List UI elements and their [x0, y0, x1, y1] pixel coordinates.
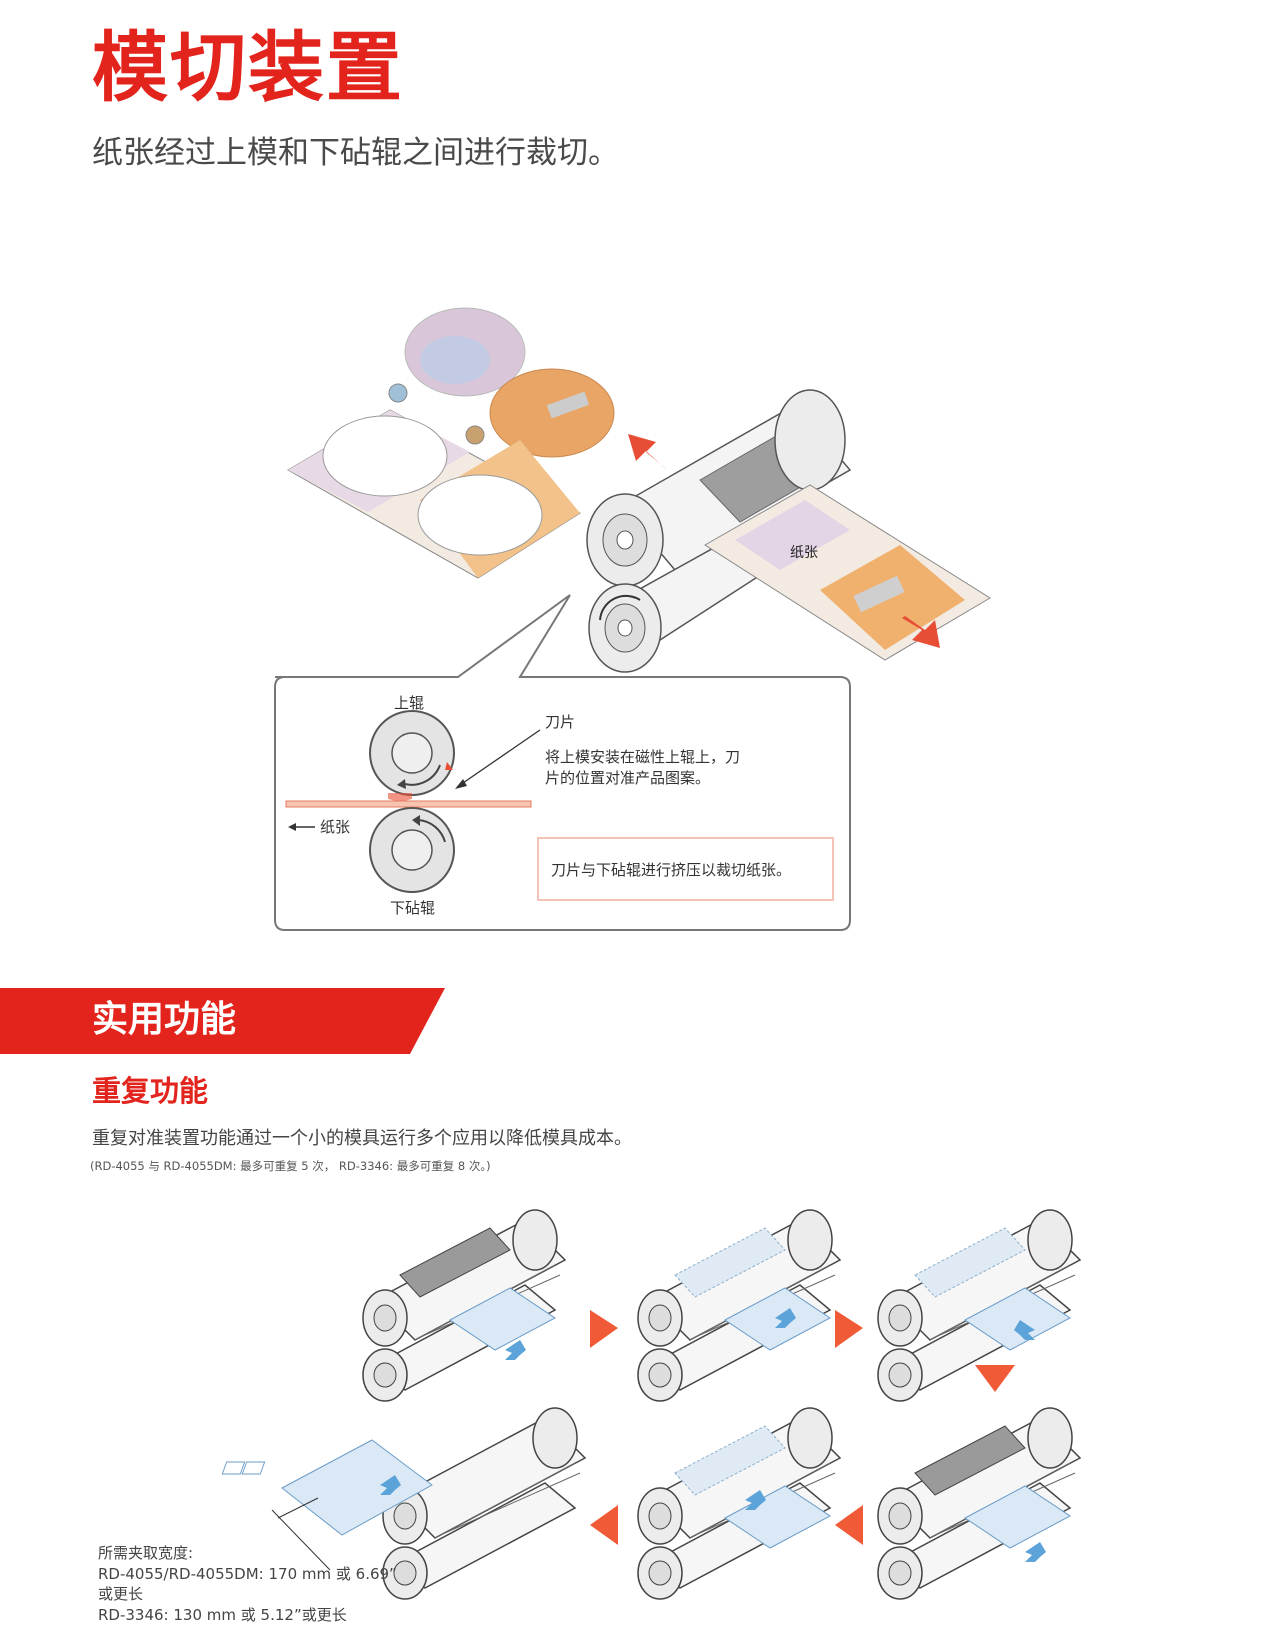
label-blade: 刀片	[545, 713, 575, 731]
page-subtitle: 纸张经过上模和下砧辊之间进行裁切。	[92, 135, 619, 171]
output-arrow	[628, 434, 666, 469]
step-machine-3	[877, 1209, 1081, 1402]
section-note: (RD-4055 与 RD-4055DM: 最多可重复 5 次， RD-3346…	[90, 1159, 491, 1173]
step-machine-6	[382, 1407, 586, 1600]
clamp-width-line: 所需夹取宽度:	[98, 1544, 194, 1562]
press-description: 刀片与下砧辊进行挤压以裁切纸张。	[551, 861, 791, 879]
clamp-width-line: RD-3346: 130 mm 或 5.12”或更长	[98, 1606, 347, 1625]
clamp-width-line: 或更长	[98, 1585, 144, 1604]
input-arrow	[902, 616, 940, 648]
input-sheet	[704, 484, 991, 661]
feed-arrow-blue	[745, 1490, 766, 1510]
flow-arrow-left	[835, 1505, 863, 1545]
finished-sheet	[221, 1439, 433, 1571]
step-machine-4	[877, 1407, 1081, 1600]
page-title: 模切装置	[92, 23, 404, 112]
clamp-width-note: 所需夹取宽度: RD-4055/RD-4055DM: 170 mm 或 6.69…	[98, 1543, 397, 1626]
callout-paper-band	[285, 800, 532, 808]
label-anvil-roller: 下砧辊	[390, 899, 435, 917]
flow-arrow-left	[590, 1505, 618, 1545]
feed-arrow-blue	[1014, 1320, 1035, 1340]
label-upper-roller: 上辊	[394, 694, 424, 712]
small-disc	[465, 425, 485, 445]
upper-roller	[586, 389, 852, 587]
feed-arrow-blue	[1025, 1542, 1046, 1562]
cut-disc-label	[489, 368, 615, 458]
blade-description: 片的位置对准产品图案。	[545, 769, 710, 787]
section-description: 重复对准装置功能通过一个小的模具运行多个应用以降低模具成本。	[92, 1128, 632, 1149]
cut-sheet	[287, 409, 581, 579]
flow-arrow-right	[590, 1310, 618, 1348]
section-banner-title: 实用功能	[92, 999, 237, 1040]
label-paper: 纸张	[320, 818, 350, 836]
paper-label: 纸张	[790, 545, 818, 561]
feed-arrow-blue	[775, 1308, 796, 1328]
flow-arrow-right	[835, 1310, 863, 1348]
feed-arrow-blue	[505, 1340, 526, 1360]
repeat-sequence-illustration	[221, 1209, 1081, 1600]
small-disc	[388, 383, 408, 403]
section-subheading: 重复功能	[92, 1074, 209, 1108]
cut-disc-large	[404, 307, 526, 397]
step-machine-2	[637, 1209, 841, 1402]
step-machine-1	[362, 1209, 566, 1402]
feed-arrow-blue	[380, 1475, 401, 1495]
press-note-box	[537, 837, 834, 901]
die-cutter-illustration: 纸张 上辊 刀片 将上模安装在磁性上辊上，刀 片的位置对准产品图案。 纸张 下砧…	[274, 307, 991, 931]
flow-arrow-down	[975, 1365, 1015, 1392]
blade-description: 将上模安装在磁性上辊上，刀	[545, 748, 740, 766]
clamp-width-line: RD-4055/RD-4055DM: 170 mm 或 6.69”	[98, 1564, 397, 1583]
section-banner	[0, 988, 445, 1054]
step-machine-5	[637, 1407, 841, 1600]
